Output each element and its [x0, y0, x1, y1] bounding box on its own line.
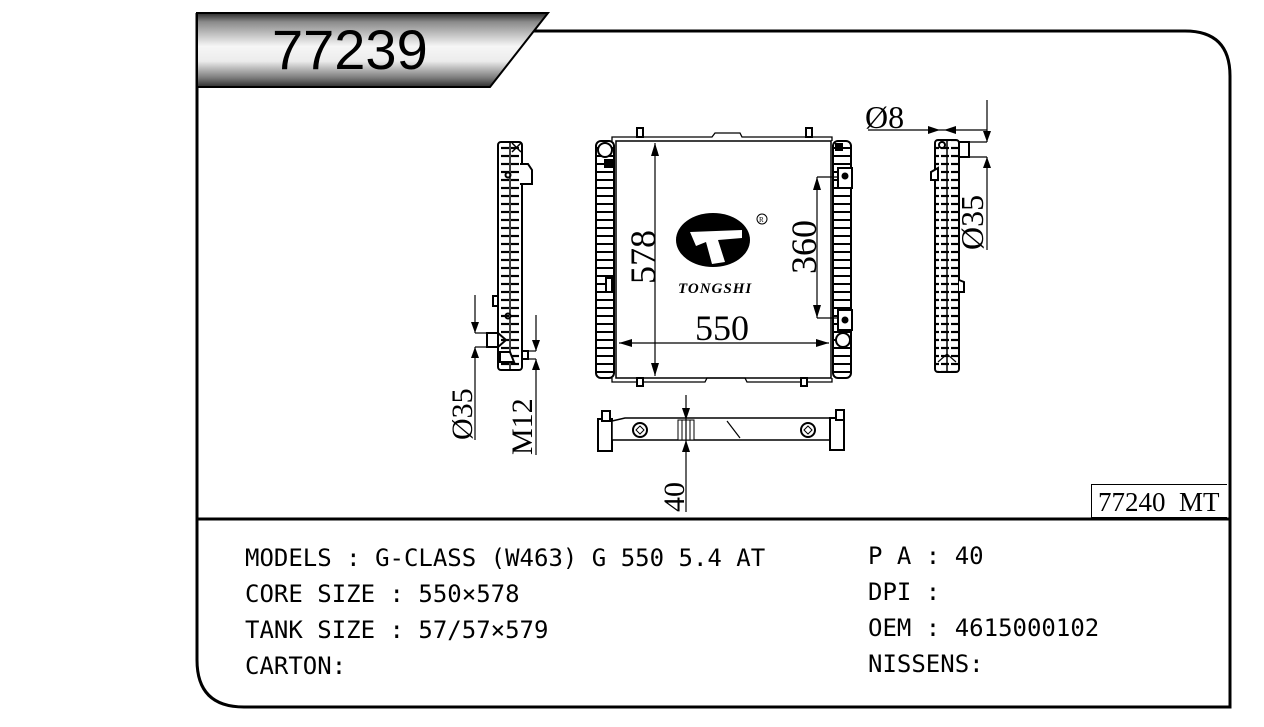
- dim-bracket-spacing: 360: [784, 220, 824, 274]
- spec-label: NISSENS: [868, 650, 970, 678]
- left-side-view: [471, 141, 540, 455]
- spec-label: DPI: [868, 578, 912, 606]
- spec-label: P A: [868, 542, 912, 570]
- dim-core-height: 578: [623, 230, 663, 284]
- spec-separator: :: [911, 542, 955, 570]
- spec-label: CORE SIZE: [245, 580, 376, 608]
- spec-dpi: DPI :: [868, 574, 1099, 610]
- dim-pin-diameter: Ø8: [865, 99, 904, 135]
- spec-value: G-CLASS (W463) G 550 5.4 AT: [375, 544, 766, 572]
- spec-value: 57/57×579: [418, 616, 549, 644]
- dim-drain-thread: M12: [506, 398, 539, 455]
- brand-name: TONGSHI: [678, 281, 752, 297]
- spec-separator: :: [375, 616, 419, 644]
- spec-separator: :: [911, 578, 955, 606]
- tongshi-logo-icon: R: [676, 213, 768, 267]
- part-number-title: 77239: [272, 18, 428, 81]
- outer-frame: [195, 13, 1232, 709]
- cross-reference-tag: 77240 MT: [1091, 484, 1227, 518]
- spec-separator: :: [375, 580, 419, 608]
- spec-separator: :: [331, 652, 347, 680]
- spec-list-left: MODELS : G-CLASS (W463) G 550 5.4 AT COR…: [245, 540, 765, 684]
- spec-label: MODELS: [245, 544, 332, 572]
- title-banner: [196, 12, 551, 88]
- spec-value: 40: [954, 542, 984, 570]
- spec-list-right: P A : 40 DPI : OEM : 4615000102 NISSENS:: [868, 538, 1099, 682]
- spec-carton: CARTON:: [245, 648, 765, 684]
- dim-outlet-diameter: Ø35: [954, 195, 990, 250]
- spec-separator: :: [969, 650, 984, 678]
- spec-core-size: CORE SIZE : 550×578: [245, 576, 765, 612]
- spec-label: TANK SIZE: [245, 616, 376, 644]
- spec-separator: :: [331, 544, 376, 572]
- right-side-view: [868, 100, 991, 373]
- dim-inlet-diameter: Ø35: [446, 388, 479, 440]
- bottom-view: [597, 395, 845, 512]
- dim-core-thickness: 40: [658, 482, 691, 512]
- dim-core-width: 550: [695, 308, 749, 348]
- spec-tank-size: TANK SIZE : 57/57×579: [245, 612, 765, 648]
- spec-oem: OEM : 4615000102: [868, 610, 1099, 646]
- svg-text:R: R: [759, 216, 764, 224]
- front-view-radiator: [595, 127, 853, 387]
- spec-models: MODELS : G-CLASS (W463) G 550 5.4 AT: [245, 540, 765, 576]
- spec-value: 550×578: [418, 580, 520, 608]
- spec-pa: P A : 40: [868, 538, 1099, 574]
- spec-label: CARTON: [245, 652, 332, 680]
- spec-separator: :: [911, 614, 955, 642]
- spec-label: OEM: [868, 614, 912, 642]
- spec-value: 4615000102: [954, 614, 1100, 642]
- spec-nissens: NISSENS:: [868, 646, 1099, 682]
